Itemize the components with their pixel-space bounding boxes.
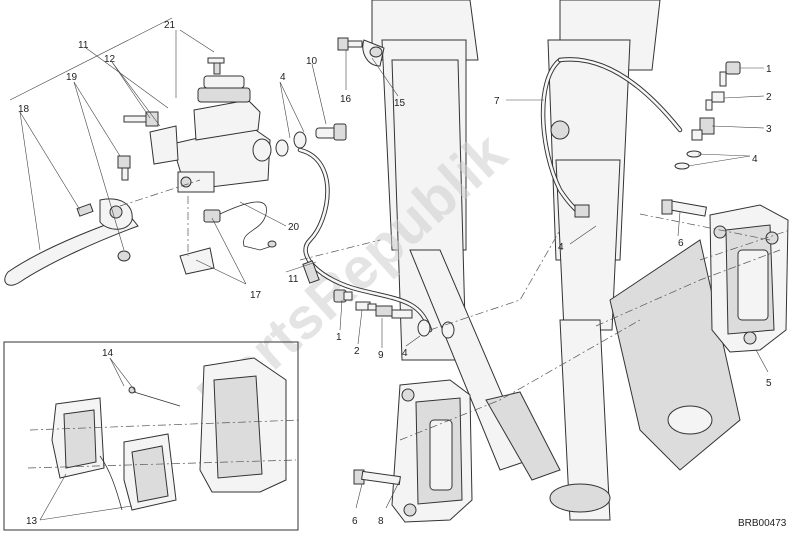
callout-20: 20 — [288, 222, 300, 233]
callout-16: 16 — [340, 94, 352, 105]
master-cylinder — [171, 75, 272, 193]
small-parts-19 — [117, 155, 131, 181]
bolt-12 — [123, 111, 159, 127]
callout-4-center: 4 — [402, 348, 408, 359]
callout-5: 5 — [766, 378, 772, 389]
brake-caliper-right — [709, 204, 789, 353]
banjo-bolt-1-right — [719, 61, 741, 87]
callout-18: 18 — [18, 104, 30, 115]
fitting-3-right — [691, 117, 715, 141]
callout-2-center: 2 — [354, 346, 360, 357]
clamp-bracket — [149, 125, 179, 165]
drawing-code: BRB00473 — [738, 518, 787, 529]
callout-4-master: 4 — [280, 72, 286, 83]
callout-8: 8 — [378, 516, 384, 527]
callout-17: 17 — [250, 290, 262, 301]
callout-1-center: 1 — [336, 332, 342, 343]
brake-caliper-left — [391, 379, 473, 523]
callout-4-hose: 4 — [558, 242, 564, 253]
callout-11-top: 11 — [78, 40, 89, 51]
brake-lever — [4, 198, 139, 286]
callout-2-right: 2 — [766, 92, 772, 103]
callout-labels: 18 11 12 19 21 4 10 16 15 7 1 2 3 4 20 1… — [18, 20, 772, 527]
washers-4-right — [674, 150, 702, 170]
brake-hose-7 — [540, 57, 683, 218]
front-fork-right — [547, 0, 741, 521]
callout-15: 15 — [394, 98, 406, 109]
callout-12: 12 — [104, 54, 116, 65]
callout-9: 9 — [378, 350, 384, 361]
front-fork-left — [371, 0, 561, 481]
bracket-15 — [362, 39, 385, 67]
callout-10: 10 — [306, 56, 318, 67]
reservoir-cap-screws-21 — [207, 57, 225, 75]
bleeder-2-right — [705, 91, 725, 111]
callout-19: 19 — [66, 72, 78, 83]
callout-6-left: 6 — [352, 516, 358, 527]
assembly-centerlines — [27, 179, 791, 469]
brake-hose-11 — [297, 147, 433, 333]
push-rod-10 — [315, 123, 347, 141]
brake-light-switch — [179, 201, 277, 275]
fitting-9 — [375, 305, 413, 319]
callout-3: 3 — [766, 124, 772, 135]
brake-pads-inset — [3, 341, 299, 531]
inset-frame — [3, 341, 299, 531]
bolt-16 — [337, 37, 363, 51]
bleeder-2-left — [355, 301, 377, 311]
callout-11-bottom: 11 — [288, 274, 299, 285]
callout-1-right: 1 — [766, 64, 772, 75]
caliper-bolt-6-left — [353, 469, 401, 486]
washer-4-center — [417, 319, 455, 339]
caliper-bolt-6-right — [661, 199, 708, 217]
callout-14: 14 — [102, 348, 114, 359]
banjo-bolt-1-left — [333, 289, 353, 303]
callout-leaders — [9, 17, 769, 521]
callout-13: 13 — [26, 516, 38, 527]
callout-6-right: 6 — [678, 238, 684, 249]
callout-21: 21 — [164, 20, 176, 31]
washers-4-left — [275, 131, 307, 157]
callout-7: 7 — [494, 96, 500, 107]
callout-4-right: 4 — [752, 154, 758, 165]
